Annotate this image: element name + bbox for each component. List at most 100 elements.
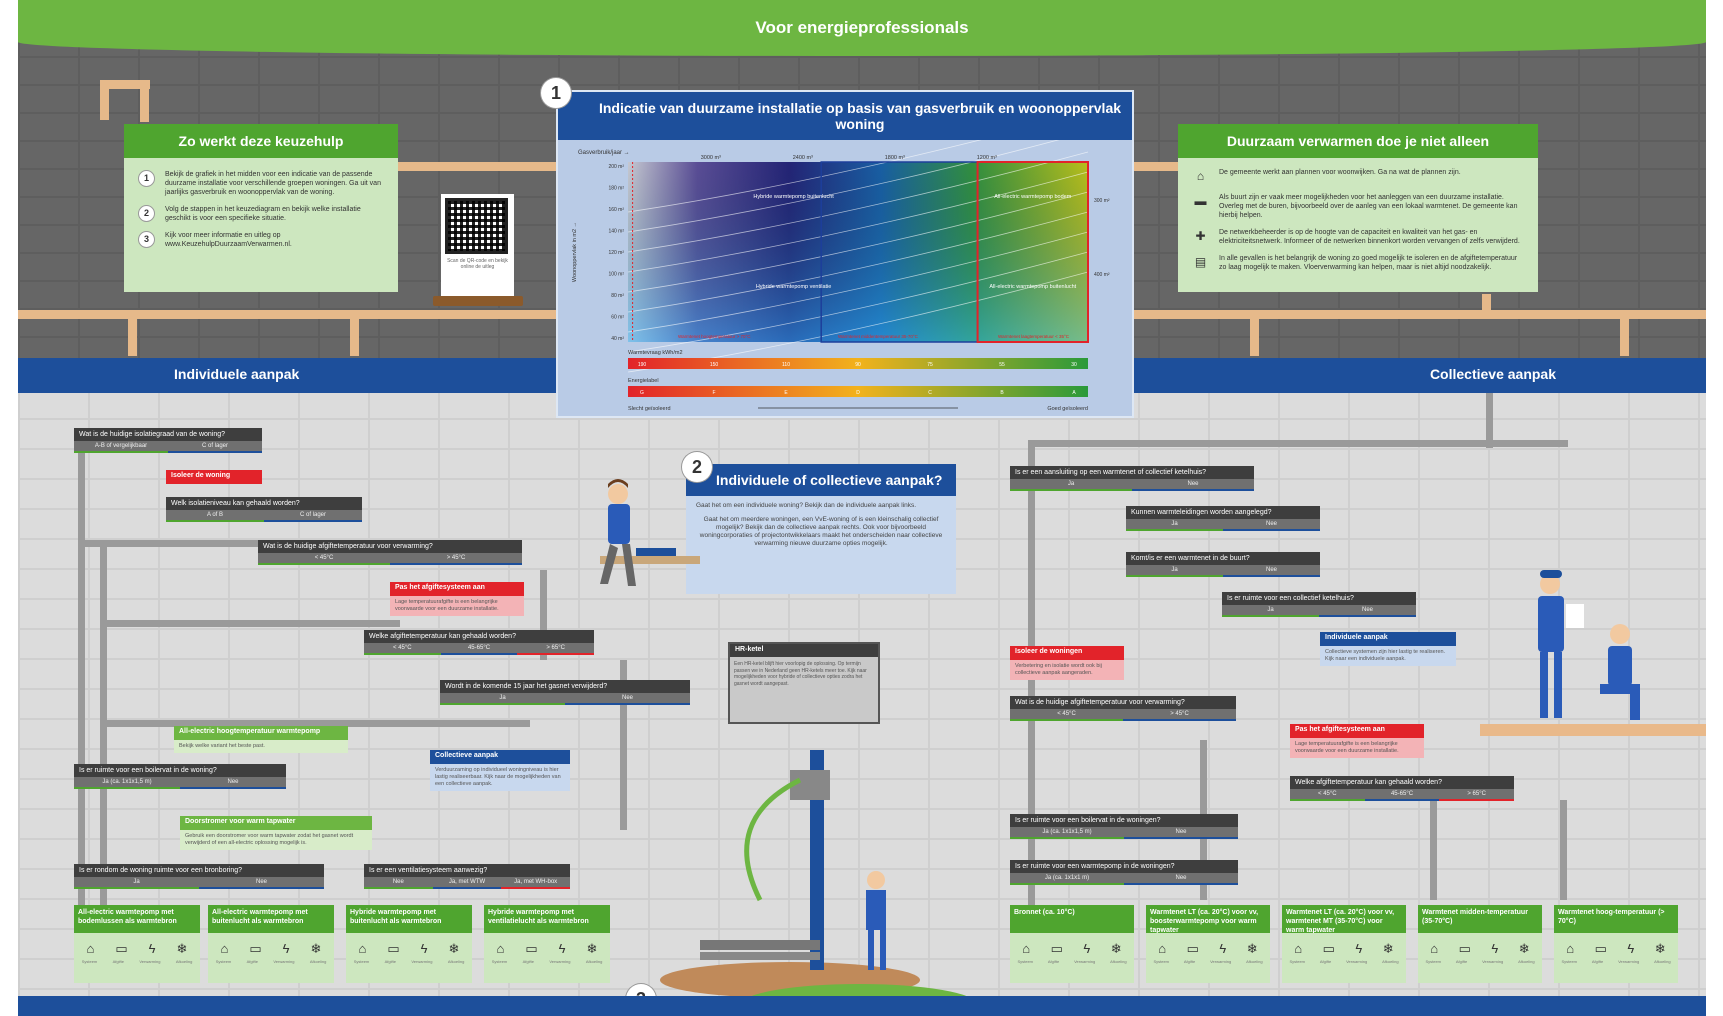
- answer-option[interactable]: Nee: [199, 877, 324, 889]
- chart-ylabel: Woonoppervlak in m2 →: [572, 222, 578, 282]
- trolley: [433, 296, 523, 306]
- demand-value: 150: [710, 362, 719, 368]
- answer-option[interactable]: Nee: [1132, 479, 1254, 491]
- question-heat-pump-space: Is er ruimte voor een warmtepomp in de w…: [1010, 860, 1238, 885]
- person-sitting-illustration: [600, 479, 700, 586]
- y-tick-label: 160 m²: [608, 207, 624, 213]
- flow-pipe: [100, 720, 530, 727]
- answer-option[interactable]: < 45°C: [1010, 709, 1123, 721]
- house-icon: ⌂: [1196, 169, 1205, 183]
- emitter-icon: ▭: [387, 941, 400, 956]
- answer-option[interactable]: C of lager: [264, 510, 362, 522]
- chart-curve: [627, 151, 1089, 253]
- step-number: 1: [138, 170, 155, 187]
- question-borehole: Is er rondom de woning ruimte voor een b…: [74, 864, 324, 889]
- indication-chart: Gasverbruik/jaar →Hybride warmtepomp bui…: [572, 111, 1110, 412]
- flow-pipe: [1486, 393, 1493, 448]
- system-icon: ⌂: [496, 941, 505, 956]
- network-icon: ✚: [1195, 229, 1206, 243]
- pipe: [100, 80, 109, 120]
- answer-option[interactable]: A of B: [166, 510, 264, 522]
- demand-value: 55: [999, 362, 1005, 368]
- neighbours-icon: ▬: [1194, 194, 1207, 208]
- emitter-icon: ▭: [115, 941, 128, 956]
- answer-option[interactable]: Nee: [1124, 873, 1238, 885]
- scale-left-label: Slecht geïsoleerd: [628, 406, 671, 412]
- result-card: Warmtenet LT (ca. 20°C) voor vv, booster…: [1146, 905, 1270, 983]
- pipe: [1134, 162, 1178, 171]
- answer-option[interactable]: Ja: [1126, 565, 1223, 577]
- question-boiler-house: Is er ruimte voor een collectief ketelhu…: [1222, 592, 1416, 617]
- answer-option[interactable]: > 65°C: [517, 643, 595, 655]
- answer-option[interactable]: Ja (ca. 1x1x1,5 m): [74, 777, 180, 789]
- answer-option[interactable]: < 45°C: [1290, 789, 1365, 801]
- chart-curve: [627, 231, 1089, 333]
- pipe: [1250, 310, 1259, 356]
- answer-option[interactable]: Nee: [1223, 519, 1320, 531]
- answer-option[interactable]: Ja, met WTW: [432, 877, 502, 889]
- drilling-rig-illustration: [660, 750, 920, 998]
- step-number: 3: [138, 231, 155, 248]
- answer-option[interactable]: Ja: [74, 877, 199, 889]
- emitter-icon: ▭: [1050, 941, 1063, 956]
- step-text: Kijk voor meer informatie en uitleg op w…: [165, 232, 292, 248]
- answer-option[interactable]: Ja: [1126, 519, 1223, 531]
- collab-text: De netwerkbeheerder is op de hoogte van …: [1219, 229, 1520, 245]
- answer-option[interactable]: Nee: [1223, 565, 1320, 577]
- answer-option[interactable]: > 45°C: [390, 553, 522, 565]
- system-icon: ⌂: [220, 941, 229, 956]
- flow-pipe: [540, 570, 547, 660]
- collab-item: ▤In alle gevallen is het belangrijk de w…: [1178, 250, 1538, 276]
- answer-option[interactable]: Ja (ca. 1x1x1,5 m): [1010, 827, 1124, 839]
- pipe: [398, 162, 558, 171]
- answer-option[interactable]: Ja (ca. 1x1x1 m): [1010, 873, 1124, 885]
- answer-option[interactable]: Nee: [1124, 827, 1238, 839]
- cooling-icon: ❄: [310, 941, 322, 956]
- heating-icon: ϟ: [420, 941, 428, 956]
- answer-option[interactable]: Nee: [180, 777, 286, 789]
- bottom-note: Warmtenet middentemperatuur 35-70°C: [838, 334, 919, 339]
- top-banner: Voor energieprofessionals: [18, 0, 1706, 56]
- flow-pipe: [78, 540, 278, 547]
- answer-option[interactable]: Nee: [565, 693, 690, 705]
- answer-option[interactable]: < 45°C: [258, 553, 390, 565]
- step-badge-2: 2: [682, 452, 712, 482]
- result-card: Hybride warmtepomp met buitenlucht als w…: [346, 905, 472, 983]
- answer-option[interactable]: Nee: [1319, 605, 1416, 617]
- answer-option[interactable]: Nee: [364, 877, 433, 889]
- answer-option[interactable]: 45-65°C: [1364, 789, 1440, 801]
- answer-option[interactable]: Ja: [1222, 605, 1319, 617]
- answer-option[interactable]: C of lager: [168, 441, 262, 453]
- question-boiler-space-collective: Is er ruimte voor een boilervat in de wo…: [1010, 814, 1238, 839]
- emitter-icon: ▭: [249, 941, 262, 956]
- y-tick-label: 200 m²: [608, 164, 624, 170]
- bottom-note: Warmtenet laagtemperatuur < 35°C: [998, 334, 1070, 339]
- qr-code-card[interactable]: Scan de QR-code en bekijk online de uitl…: [441, 194, 514, 298]
- y-tick-label: 140 m²: [608, 229, 624, 235]
- answer-option[interactable]: > 65°C: [1439, 789, 1515, 801]
- answer-option[interactable]: A-B of vergelijkbaar: [74, 441, 168, 453]
- energy-value: F: [712, 390, 715, 396]
- demand-bar: [628, 358, 1088, 369]
- answer-option[interactable]: Ja: [440, 693, 565, 705]
- answer-option[interactable]: < 45°C: [364, 643, 441, 655]
- system-icon: ⌂: [1294, 941, 1303, 956]
- cooling-icon: ❄: [586, 941, 598, 956]
- answer-option[interactable]: > 45°C: [1123, 709, 1236, 721]
- zone-border: [976, 161, 1090, 343]
- y-tick-label: 180 m²: [608, 186, 624, 192]
- answer-option[interactable]: Ja: [1010, 479, 1132, 491]
- y-tick-label: 100 m²: [608, 272, 624, 278]
- answer-option[interactable]: 45-65°C: [440, 643, 518, 655]
- pipe: [1620, 310, 1629, 356]
- chart-curve: [627, 191, 1089, 293]
- pipe: [100, 80, 150, 89]
- answer-option[interactable]: Ja, met WH-box: [501, 877, 571, 889]
